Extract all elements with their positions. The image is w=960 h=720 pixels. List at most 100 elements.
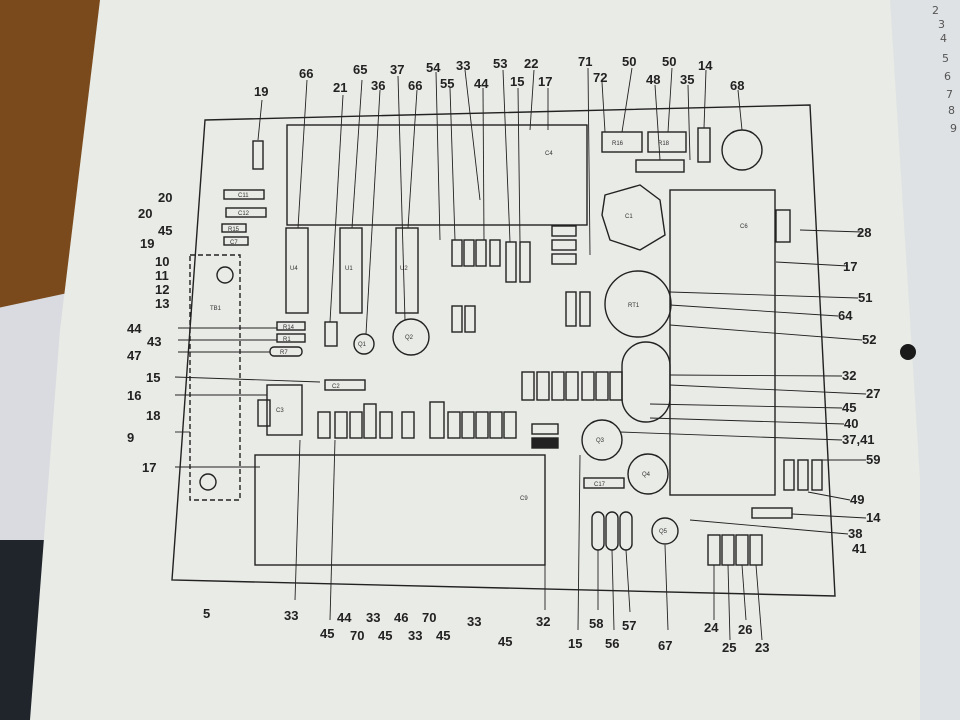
component-label: C1: [625, 214, 633, 220]
component-label: R15: [228, 227, 240, 233]
callout: 51: [858, 290, 872, 305]
capacitor-c6-block: [669, 189, 776, 496]
resistor-r7: [269, 346, 303, 357]
callout: 50: [622, 54, 636, 69]
callout: 12: [155, 282, 169, 297]
component-label: Q5: [659, 529, 668, 535]
callout: 71: [578, 54, 592, 69]
component-label: C6: [740, 224, 748, 230]
callout: 55: [440, 76, 454, 91]
component-label: U4: [290, 266, 298, 272]
callout: 49: [850, 492, 864, 507]
resistor-28: [775, 209, 791, 243]
callout: 33: [456, 58, 470, 73]
component-label: C11: [238, 193, 249, 199]
cap-c2: [324, 379, 366, 391]
transistor-q1: [353, 333, 375, 355]
callout: 32: [842, 368, 856, 383]
callout: 47: [127, 348, 141, 363]
callout: 52: [862, 332, 876, 347]
margin-number: 7: [946, 88, 953, 101]
callout: 15: [510, 74, 524, 89]
callout: 5: [203, 606, 210, 621]
callout: 59: [866, 452, 880, 467]
top-callouts: 66 21 65 36 37 66 54 55 33 44 53 15 22 1…: [254, 54, 744, 99]
callout: 54: [426, 60, 441, 75]
margin-number: 5: [942, 52, 949, 65]
board-outline: [171, 104, 836, 597]
resistor-r18: [647, 131, 687, 153]
cap-c11: [223, 189, 265, 200]
left-callouts: 20 20 45 19 10 11 12 13 44 43 47 15 16 1…: [127, 190, 172, 475]
callout: 36: [371, 78, 385, 93]
component-label: R7: [280, 350, 288, 356]
callout: 33: [366, 610, 380, 625]
callout: 27: [866, 386, 880, 401]
component-label: Q2: [405, 335, 414, 341]
callout: 18: [146, 408, 160, 423]
ic-u1: [339, 227, 363, 314]
callout: 33: [467, 614, 481, 629]
callout: 16: [127, 388, 141, 403]
callout: 50: [662, 54, 676, 69]
transistor-q3: [581, 419, 623, 461]
transistor-q2: [392, 318, 430, 356]
callout: 20: [158, 190, 172, 205]
callout: 33: [408, 628, 422, 643]
component-label: U2: [400, 266, 408, 272]
component-label: C4: [545, 151, 553, 157]
resistor-group: [451, 225, 577, 333]
resistor-r1: [276, 333, 306, 343]
capacitor-c9-area: [254, 454, 546, 566]
callout: 53: [493, 56, 507, 71]
component-label: C17: [594, 482, 606, 488]
callout: 19: [140, 236, 154, 251]
margin-number: 2: [932, 4, 939, 17]
callout: 44: [337, 610, 352, 625]
component-label: Q4: [642, 472, 651, 478]
component-label: C2: [332, 384, 340, 390]
callout: 44: [127, 321, 142, 336]
component-label: C9: [520, 496, 528, 502]
ic-u2: [395, 227, 419, 314]
callout: 70: [422, 610, 436, 625]
callout: 66: [299, 66, 313, 81]
callout: 13: [155, 296, 169, 311]
resistor-row-right: [521, 371, 623, 401]
callout: 48: [646, 72, 660, 87]
callout: 9: [127, 430, 134, 445]
callout: 64: [838, 308, 853, 323]
margin-number: 6: [944, 70, 951, 83]
callout: 28: [857, 225, 871, 240]
cap-c3: [266, 384, 303, 436]
callout: 45: [158, 223, 172, 238]
component-label: C3: [276, 408, 284, 414]
callout: 56: [605, 636, 619, 651]
cap-c13: [324, 321, 338, 347]
callout: 43: [147, 334, 161, 349]
callout: 46: [394, 610, 408, 625]
callout: 33: [284, 608, 298, 623]
bottom-callouts: 5 33 45 44 70 33 45 46 33 70 45 33 45 32…: [203, 606, 769, 655]
screw-terminal: [199, 473, 217, 491]
callout: 57: [622, 618, 636, 633]
component-label: TB1: [210, 306, 222, 312]
right-callouts: 28 17 51 64 52 32 27 45 40 37,41 59 49 1…: [838, 225, 881, 556]
resistor-r15: [221, 223, 247, 233]
cap-c1: [601, 184, 666, 251]
callout: 21: [333, 80, 347, 95]
callout: 17: [843, 259, 857, 274]
callout: 45: [498, 634, 512, 649]
thermistor-rt1: [604, 270, 672, 338]
callout: 35: [680, 72, 694, 87]
component-label: C12: [238, 211, 250, 217]
callout: 58: [589, 616, 603, 631]
margin-number: 4: [940, 32, 947, 45]
callout: 22: [524, 56, 538, 71]
resistor-r22: [697, 127, 711, 163]
callout: 14: [866, 510, 881, 525]
callout: 45: [320, 626, 334, 641]
resistor-r14: [276, 321, 306, 331]
transistor-q4: [627, 453, 669, 495]
